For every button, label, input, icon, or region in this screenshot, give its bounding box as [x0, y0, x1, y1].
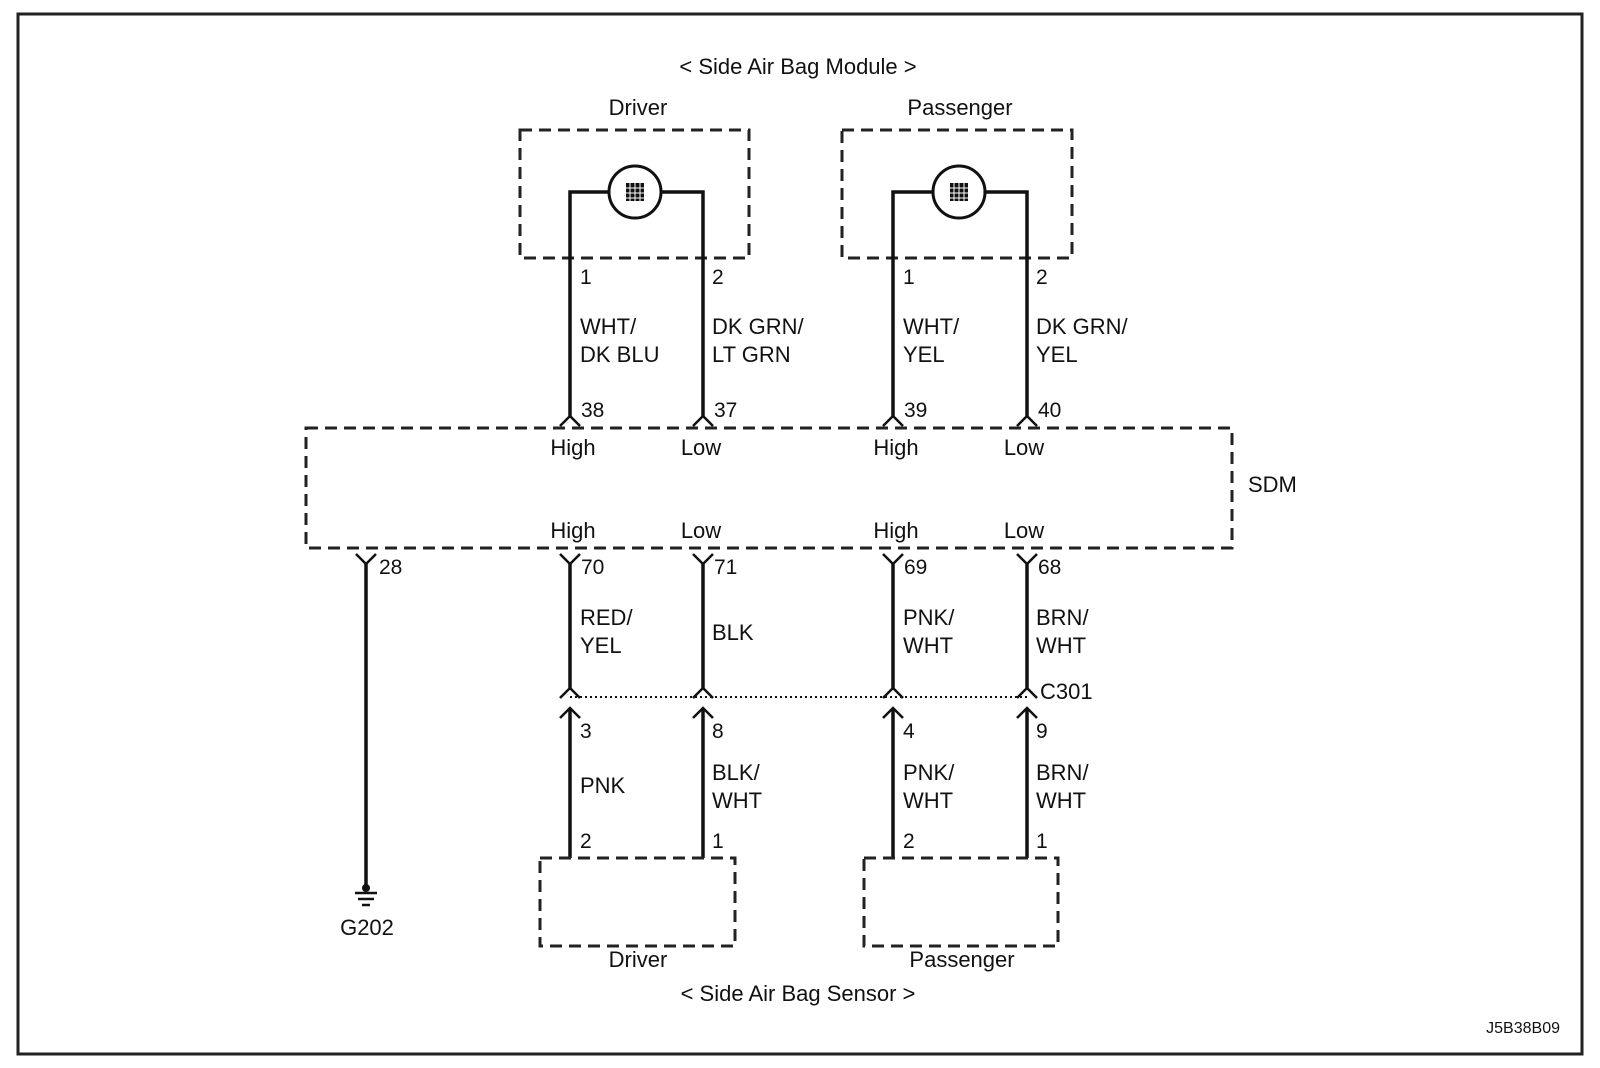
- wire-color-label: YEL: [1036, 342, 1078, 367]
- wire-color-label: PNK: [580, 773, 626, 798]
- sdm-top-label: High: [873, 435, 918, 460]
- sensor-driver-label: Driver: [609, 947, 668, 972]
- wire-color-label: WHT: [1036, 788, 1086, 813]
- module-pin: 1: [580, 266, 592, 289]
- sdm-top-label: Low: [681, 435, 721, 460]
- wire-color-label: WHT: [903, 633, 953, 658]
- sdm-bottom-label: High: [873, 518, 918, 543]
- driver-squib-icon: [568, 164, 705, 300]
- c301-connector-icon: [559, 686, 1038, 719]
- wire-color-label: LT GRN: [712, 342, 791, 367]
- sensor-pin: 2: [903, 830, 915, 853]
- wire-color-label: BRN/: [1036, 605, 1089, 630]
- wire-color-label: DK BLU: [580, 342, 659, 367]
- module-title: < Side Air Bag Module >: [679, 54, 916, 79]
- sensor-passenger-label: Passenger: [909, 947, 1014, 972]
- c301-pin: 9: [1036, 720, 1048, 743]
- wire-color-label: WHT/: [580, 314, 637, 339]
- wire-color-label: BLK: [712, 620, 754, 645]
- passenger-squib-icon: [891, 164, 1029, 300]
- driver-module-box: [518, 128, 751, 260]
- sdm-bottom-label: Low: [681, 518, 721, 543]
- c301-pin: 8: [712, 720, 724, 743]
- sdm-bottom-connector-icons: [355, 553, 1038, 566]
- sdm-bottom-pin: 68: [1038, 556, 1061, 579]
- sdm-top-connector-icons: [559, 414, 1038, 427]
- module-passenger-label: Passenger: [907, 95, 1012, 120]
- wire-color-label: WHT: [712, 788, 762, 813]
- sdm-top-pin: 40: [1038, 399, 1061, 422]
- sdm-bottom-label: High: [550, 518, 595, 543]
- passenger-module-box: [840, 128, 1074, 260]
- wire-color-label: RED/: [580, 605, 633, 630]
- wire-color-label: WHT: [903, 788, 953, 813]
- sdm-label: SDM: [1248, 472, 1297, 497]
- sensor-pin: 1: [1036, 830, 1048, 853]
- wire-color-label: WHT/: [903, 314, 960, 339]
- figure-code: J5B38B09: [1486, 1020, 1560, 1037]
- sdm-bottom-label: Low: [1004, 518, 1044, 543]
- wire-color-label: YEL: [903, 342, 945, 367]
- sensor-pin: 2: [580, 830, 592, 853]
- passenger-sensor-box: [862, 856, 1060, 948]
- sensor-title: < Side Air Bag Sensor >: [681, 981, 916, 1006]
- wire-color-label: WHT: [1036, 633, 1086, 658]
- driver-sensor-box: [538, 856, 737, 948]
- module-pin: 1: [903, 266, 915, 289]
- outer-frame: [16, 12, 1584, 1056]
- c301-pin: 3: [580, 720, 592, 743]
- connector-label: C301: [1040, 679, 1093, 704]
- ground-label: G202: [340, 915, 394, 940]
- module-driver-label: Driver: [609, 95, 668, 120]
- sdm-top-pin: 38: [581, 399, 604, 422]
- wire-color-label: YEL: [580, 633, 622, 658]
- wire-color-label: BLK/: [712, 760, 761, 785]
- sdm-bottom-pin: 71: [714, 556, 737, 579]
- ground-icon: [355, 884, 377, 907]
- c301-pin: 4: [903, 720, 915, 743]
- sdm-top-pin: 37: [714, 399, 737, 422]
- sensor-pin: 1: [712, 830, 724, 853]
- module-pin: 2: [712, 266, 724, 289]
- sdm-top-label: Low: [1004, 435, 1044, 460]
- wire-color-label: PNK/: [903, 605, 955, 630]
- wire-color-label: DK GRN/: [1036, 314, 1129, 339]
- wire-color-label: DK GRN/: [712, 314, 805, 339]
- module-pin: 2: [1036, 266, 1048, 289]
- sdm-ground-pin: 28: [379, 556, 402, 579]
- sdm-bottom-pin: 69: [904, 556, 927, 579]
- sdm-box: [304, 426, 1234, 550]
- sdm-top-pin: 39: [904, 399, 927, 422]
- wire-color-label: BRN/: [1036, 760, 1089, 785]
- sdm-bottom-pin: 70: [581, 556, 604, 579]
- wire-color-label: PNK/: [903, 760, 955, 785]
- sdm-top-label: High: [550, 435, 595, 460]
